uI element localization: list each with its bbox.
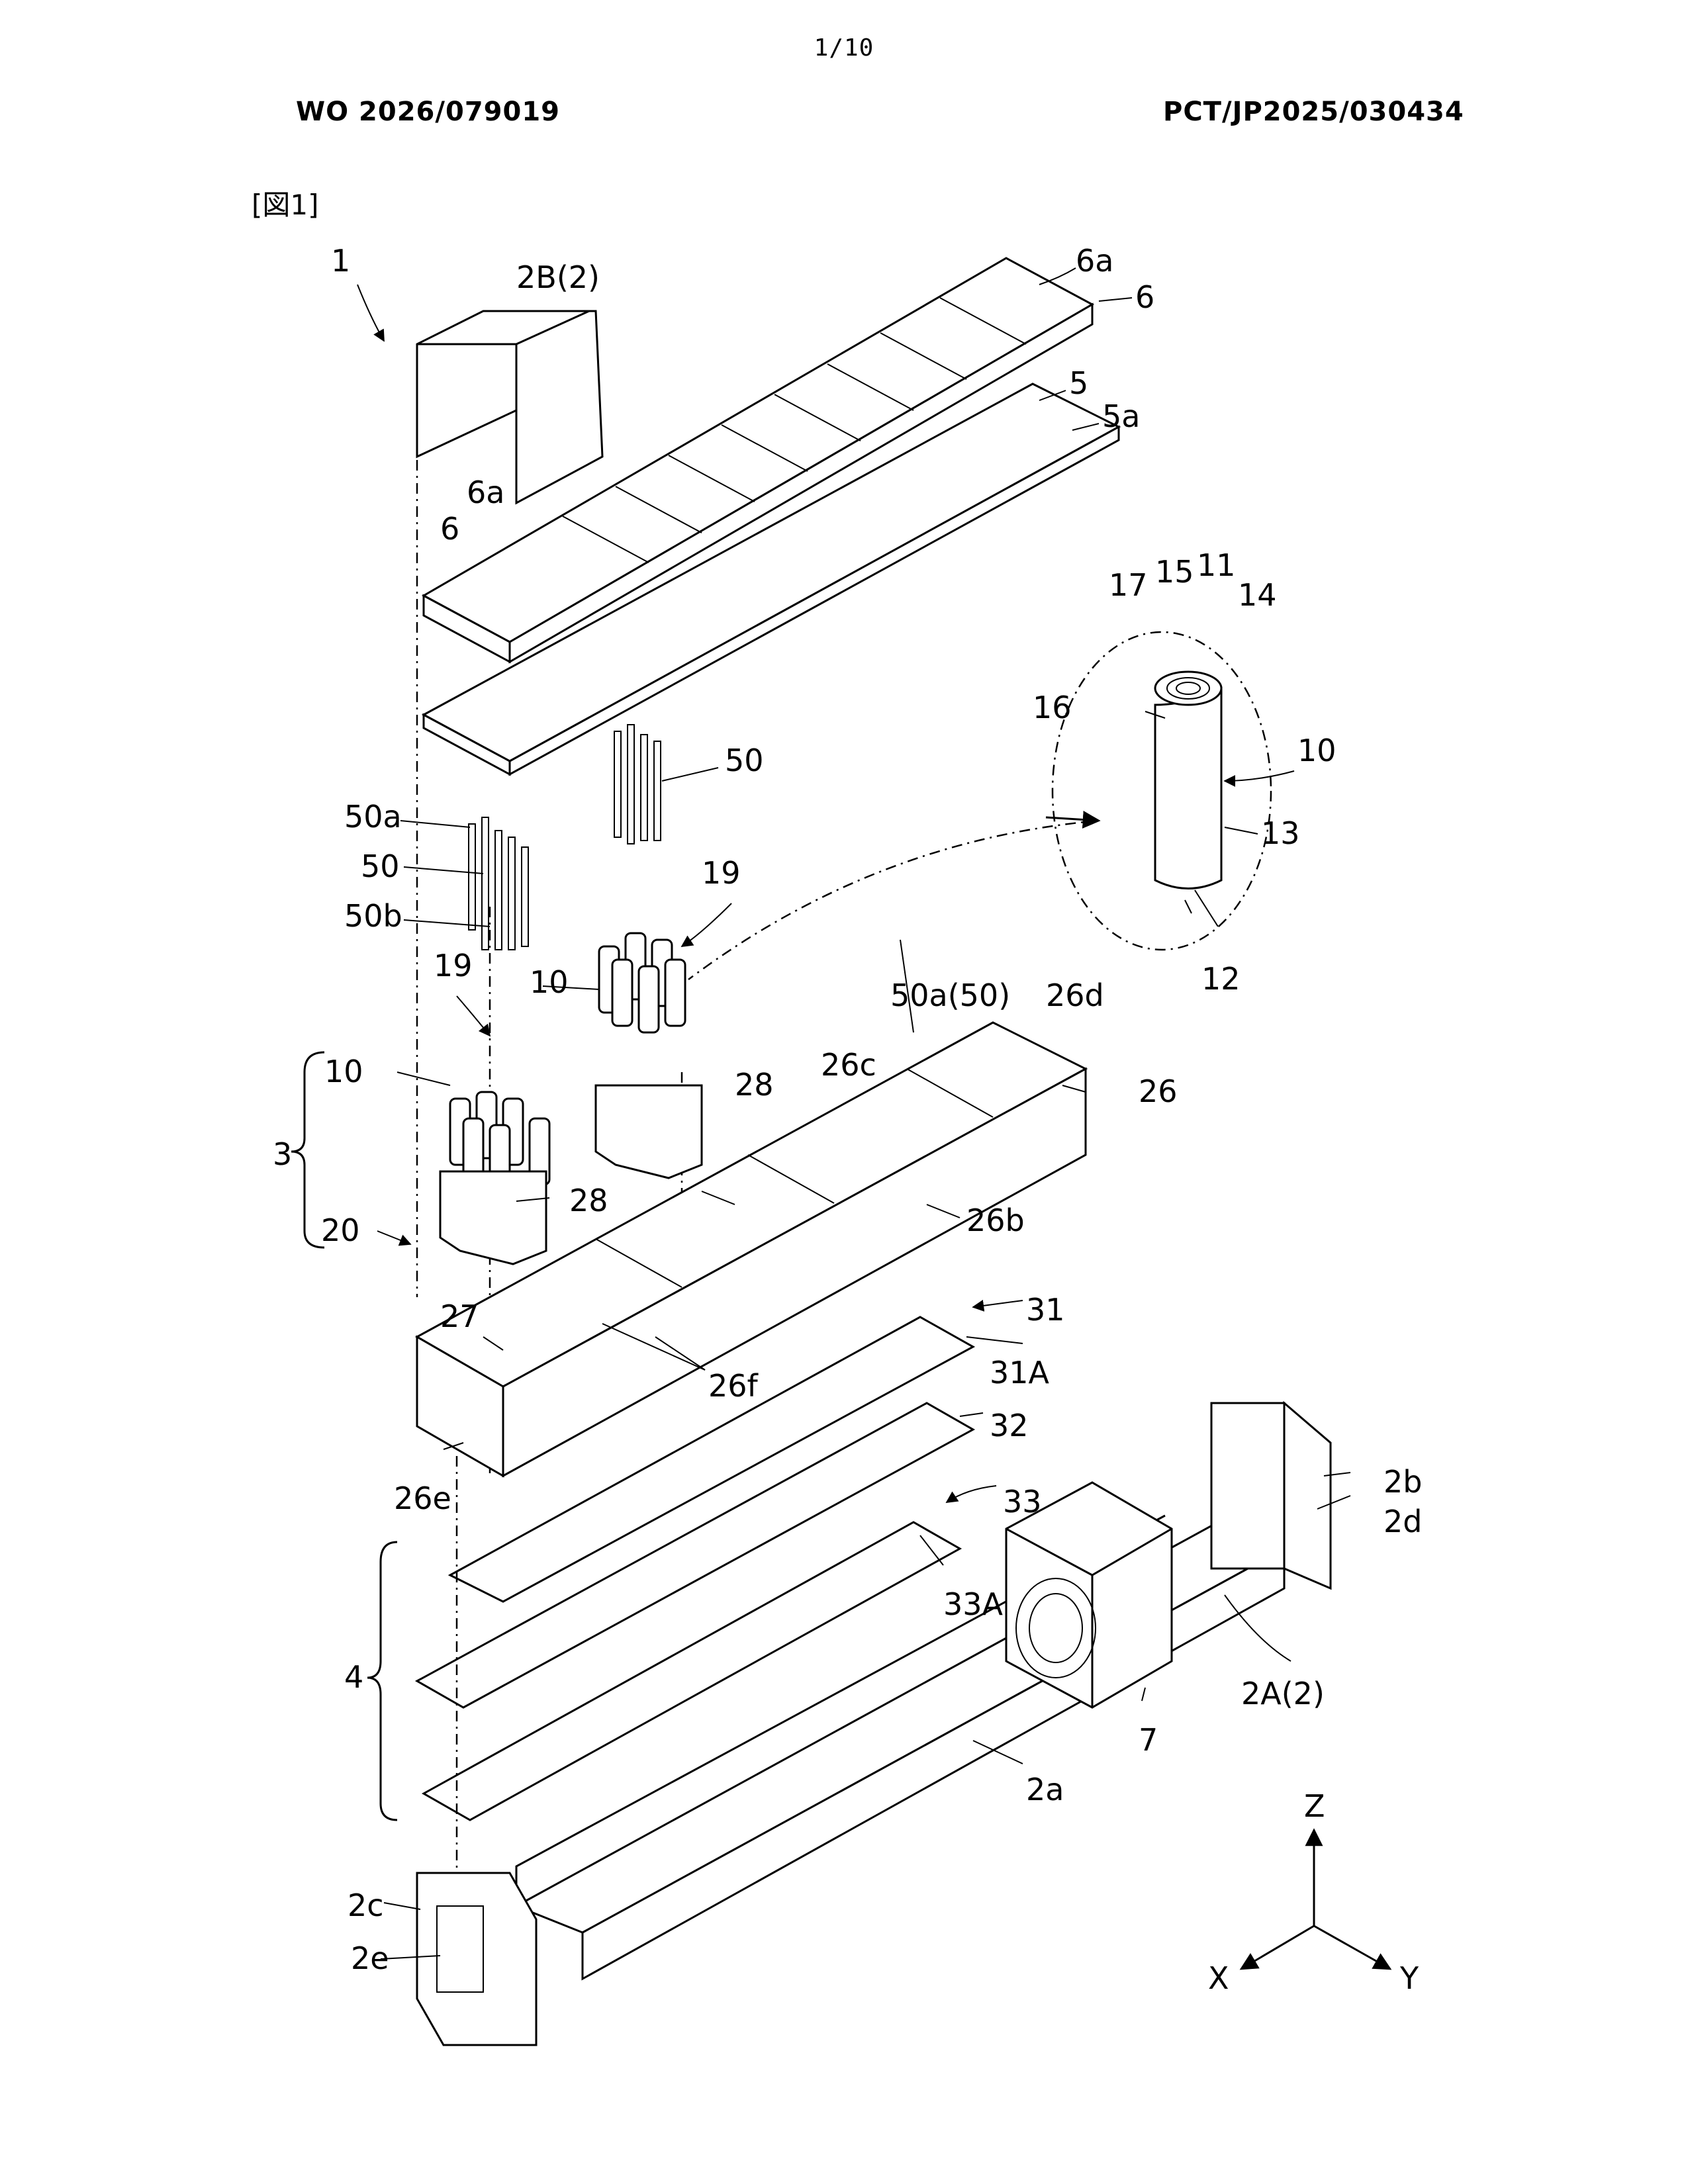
ref-2B: 2B(2) bbox=[516, 259, 600, 295]
ref-6-top: 6 bbox=[1135, 279, 1154, 315]
axis-y-label: Y bbox=[1399, 1960, 1419, 1996]
ref-50a: 50a bbox=[344, 799, 402, 835]
cover-2B bbox=[417, 311, 602, 503]
ref-12: 12 bbox=[1201, 961, 1241, 997]
ref-17: 17 bbox=[1109, 567, 1148, 603]
ref-50-left: 50 bbox=[361, 848, 400, 884]
case-2A bbox=[417, 1403, 1331, 2045]
ref-5a: 5a bbox=[1102, 398, 1140, 434]
ref-32: 32 bbox=[990, 1408, 1029, 1443]
brace-3 bbox=[291, 1052, 324, 1248]
ref-5: 5 bbox=[1069, 365, 1088, 401]
ref-16: 16 bbox=[1033, 690, 1072, 725]
ref-7: 7 bbox=[1139, 1722, 1158, 1758]
cell-group-right bbox=[596, 933, 702, 1178]
ref-4: 4 bbox=[344, 1659, 363, 1695]
ref-2A: 2A(2) bbox=[1241, 1676, 1325, 1711]
ref-20: 20 bbox=[321, 1212, 360, 1248]
cell-detail bbox=[688, 632, 1271, 979]
ref-11: 11 bbox=[1197, 547, 1236, 583]
ref-19-left: 19 bbox=[434, 948, 473, 983]
ref-26c: 26c bbox=[821, 1047, 876, 1083]
ref-26f: 26f bbox=[708, 1368, 759, 1404]
ref-15: 15 bbox=[1155, 554, 1194, 590]
ref-31: 31 bbox=[1026, 1292, 1065, 1328]
ref-26d: 26d bbox=[1046, 978, 1104, 1013]
ref-10-cell: 10 bbox=[1297, 733, 1336, 768]
axis-triad bbox=[1241, 1830, 1390, 1969]
ref-33: 33 bbox=[1003, 1484, 1042, 1520]
ref-3: 3 bbox=[273, 1136, 292, 1172]
ref-50b: 50b bbox=[344, 898, 402, 934]
ref-28-right: 28 bbox=[735, 1067, 774, 1103]
ref-19-right: 19 bbox=[702, 855, 741, 891]
ref-2a: 2a bbox=[1026, 1772, 1064, 1807]
ref-1: 1 bbox=[331, 243, 350, 279]
ref-14: 14 bbox=[1238, 577, 1277, 613]
ref-13: 13 bbox=[1261, 815, 1300, 851]
ref-6-left: 6 bbox=[440, 511, 459, 547]
ref-10-left: 10 bbox=[324, 1054, 363, 1089]
ref-2c: 2c bbox=[348, 1888, 384, 1923]
ref-26e: 26e bbox=[394, 1480, 451, 1516]
ref-50a50: 50a(50) bbox=[890, 978, 1010, 1013]
ref-26: 26 bbox=[1139, 1073, 1178, 1109]
ref-33A: 33A bbox=[943, 1586, 1004, 1622]
ref-27: 27 bbox=[440, 1298, 479, 1334]
cell-group-left bbox=[440, 1092, 549, 1264]
ref-2d: 2d bbox=[1383, 1504, 1422, 1539]
ref-10-right: 10 bbox=[530, 964, 569, 1000]
ref-2e: 2e bbox=[351, 1940, 389, 1976]
brace-4 bbox=[367, 1542, 397, 1820]
ref-50-right: 50 bbox=[725, 743, 764, 778]
axis-x-label: X bbox=[1208, 1960, 1229, 1996]
ref-26b: 26b bbox=[966, 1203, 1025, 1238]
ref-31A: 31A bbox=[990, 1355, 1050, 1390]
ref-6a-top: 6a bbox=[1076, 243, 1113, 279]
axis-z-label: Z bbox=[1304, 1788, 1325, 1824]
ref-6a-left: 6a bbox=[467, 475, 504, 510]
ref-28-left: 28 bbox=[569, 1183, 608, 1218]
ref-2b: 2b bbox=[1383, 1464, 1422, 1500]
